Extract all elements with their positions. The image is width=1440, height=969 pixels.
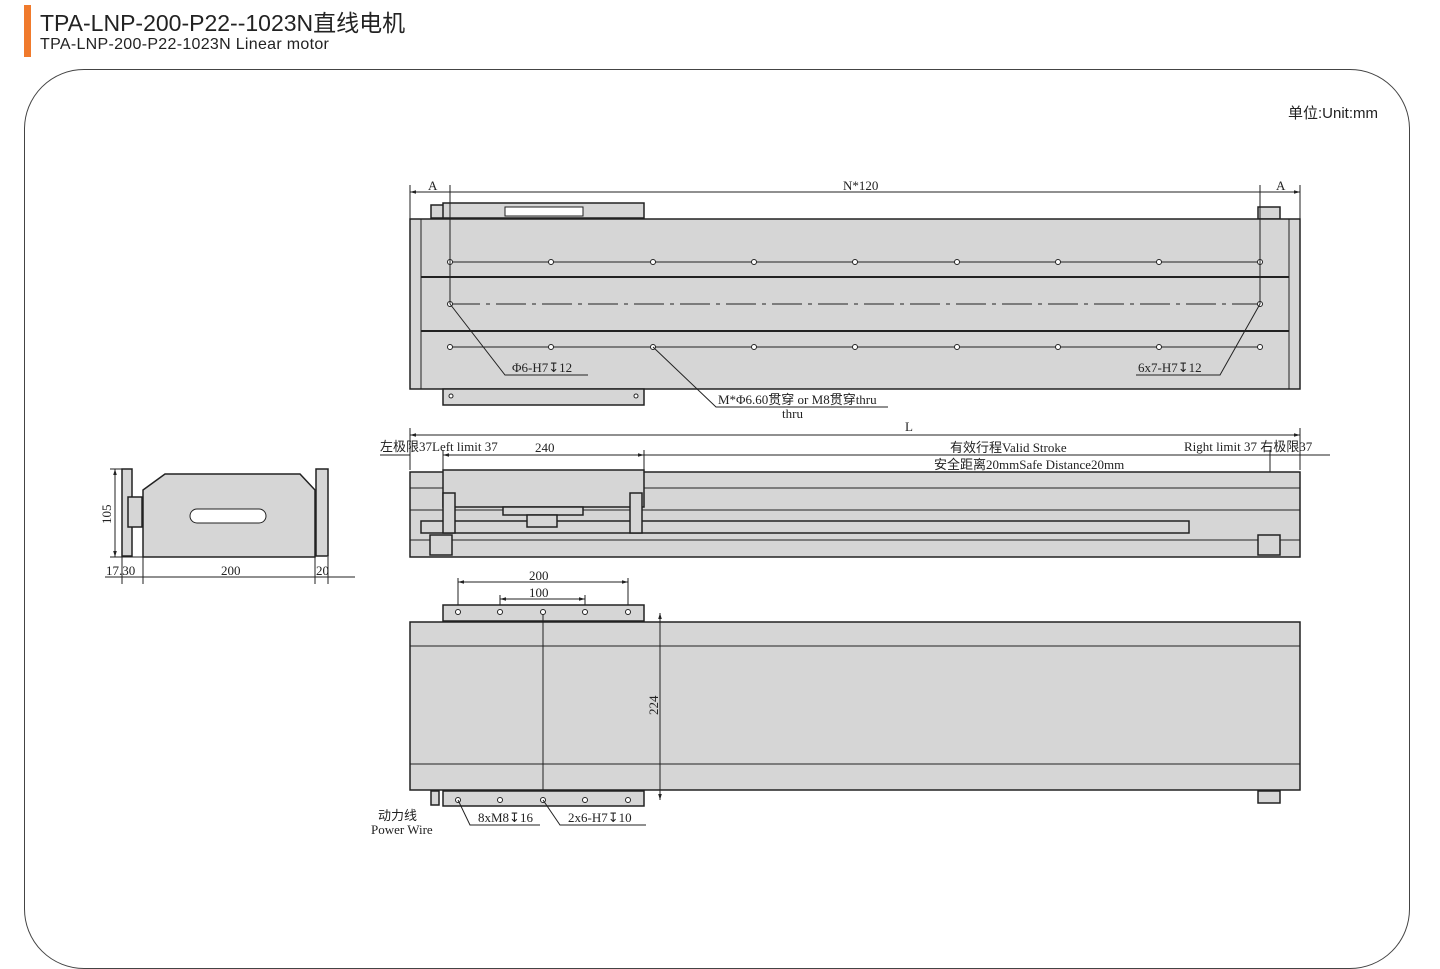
hole-left-label: Φ6-H7↧12 <box>512 360 572 375</box>
hole-icon <box>582 797 588 803</box>
side-width-label: 200 <box>221 563 241 578</box>
dim-l: L <box>905 419 913 434</box>
unit-label: 单位:Unit:mm <box>1287 105 1378 122</box>
right-limit-label: Right limit 37 右极限37 <box>1184 439 1313 454</box>
hole-icon <box>1156 344 1162 350</box>
title-accent-bar <box>24 5 31 57</box>
hole-icon <box>1055 344 1061 350</box>
hole-icon <box>954 259 960 265</box>
bottom-view: 200 100 224 动力线 Power Wire 8xM8↧16 2x6-H… <box>371 568 1301 837</box>
page-subtitle: TPA-LNP-200-P22-1023N Linear motor <box>40 36 330 53</box>
hole-icon <box>447 344 453 350</box>
side-view: 105 17.30 200 20 <box>99 468 355 584</box>
hole-icon <box>954 344 960 350</box>
front-view: L 左极限37Left limit 37 240 有效行程Valid Strok… <box>380 419 1330 558</box>
page-title: TPA-LNP-200-P22--1023N直线电机 <box>40 10 406 36</box>
power-wire-en: Power Wire <box>371 822 433 837</box>
hole-right-label: 6x7-H7↧12 <box>1138 360 1202 375</box>
hole-icon <box>650 259 656 265</box>
hole-icon <box>582 609 588 615</box>
dim-100-label: 100 <box>529 585 549 600</box>
hole-icon <box>548 259 554 265</box>
top-view: A A N*120 Φ6-H7↧12 6x7-H7↧12 M*Φ6.60贯穿 o… <box>409 178 1301 421</box>
dim-pitch: N*120 <box>843 178 878 193</box>
hole-icon <box>540 609 546 615</box>
safe-distance-label: 安全距离20mmSafe Distance20mm <box>934 457 1124 472</box>
hole-icon <box>1257 344 1263 350</box>
hole-icon <box>751 259 757 265</box>
power-wire-cn: 动力线 <box>378 808 417 823</box>
dim-a-right: A <box>1276 178 1286 193</box>
carriage-width-label: 240 <box>535 440 555 455</box>
dim-224-label: 224 <box>646 695 661 715</box>
hole-icon <box>852 259 858 265</box>
valid-stroke-label: 有效行程Valid Stroke <box>950 440 1067 455</box>
holes-h7-label: 2x6-H7↧10 <box>568 810 632 825</box>
hole-icon <box>625 609 631 615</box>
hole-icon <box>497 797 503 803</box>
hole-icon <box>455 609 461 615</box>
side-dim-right: 20 <box>316 563 329 578</box>
dim-200-label: 200 <box>529 568 549 583</box>
left-limit-label: 左极限37Left limit 37 <box>380 439 498 454</box>
mount-hole-thru: thru <box>782 406 803 421</box>
hole-icon <box>548 344 554 350</box>
holes-m8-label: 8xM8↧16 <box>478 810 533 825</box>
hole-icon <box>625 797 631 803</box>
side-height-label: 105 <box>99 505 114 525</box>
side-dim-left: 17.30 <box>106 563 135 578</box>
technical-drawing: A A N*120 Φ6-H7↧12 6x7-H7↧12 M*Φ6.60贯穿 o… <box>99 178 1330 837</box>
hole-icon <box>497 609 503 615</box>
dim-a-left: A <box>428 178 438 193</box>
hole-icon <box>1156 259 1162 265</box>
hole-icon <box>751 344 757 350</box>
mount-hole-label: M*Φ6.60贯穿 or M8贯穿thru <box>718 392 877 407</box>
hole-icon <box>1055 259 1061 265</box>
hole-icon <box>852 344 858 350</box>
